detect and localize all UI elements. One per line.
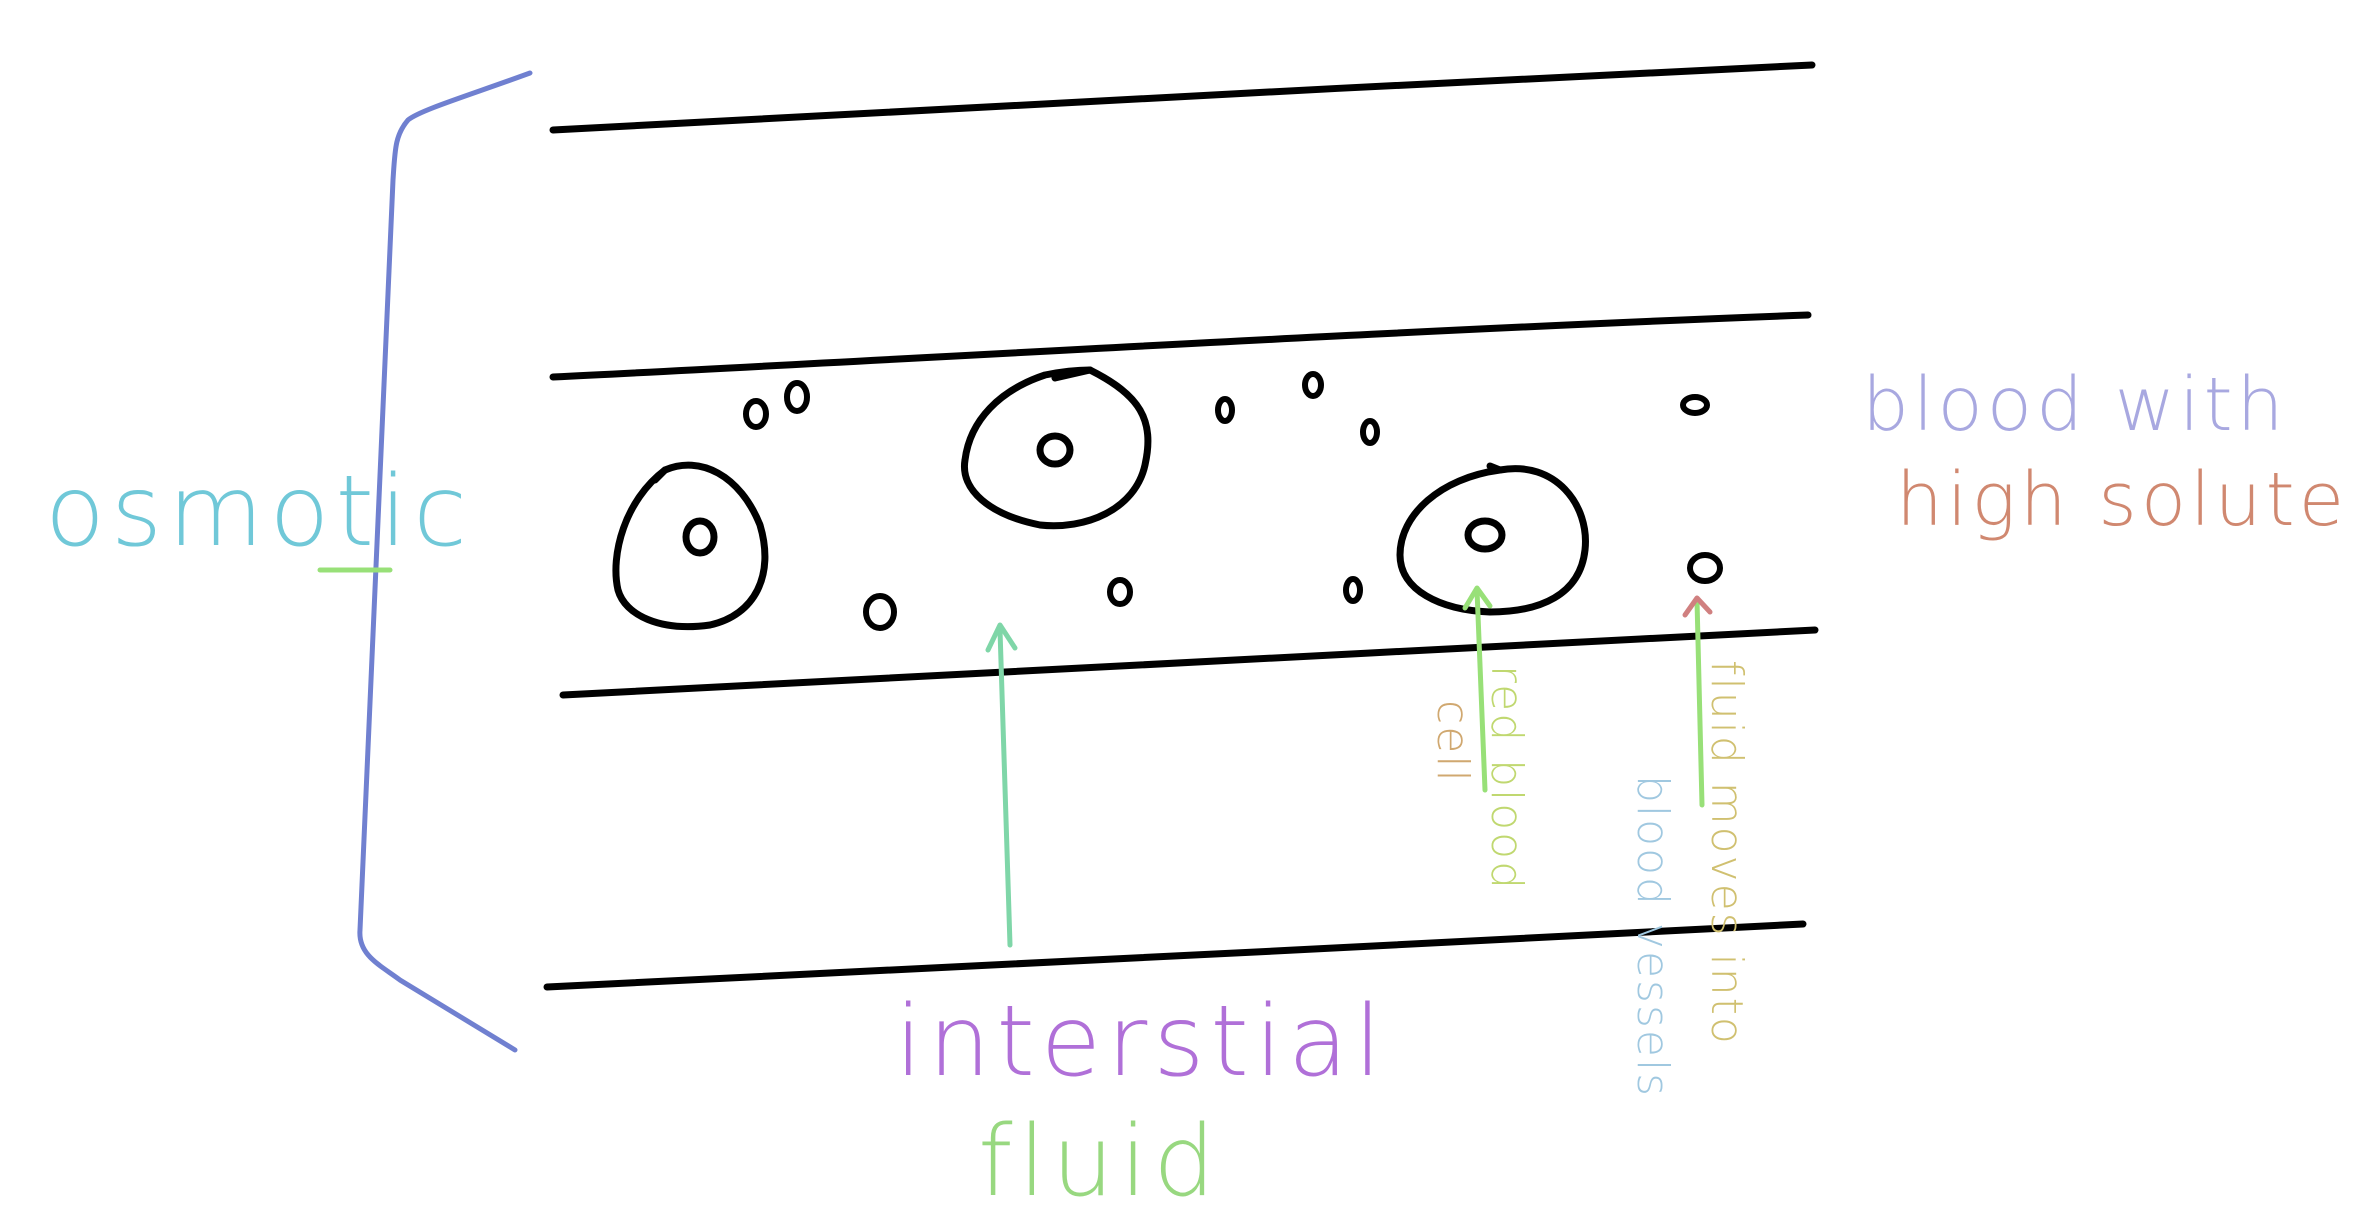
arrows bbox=[985, 585, 1713, 948]
upper-vessel-wall bbox=[549, 311, 1812, 381]
osmotic-bracket bbox=[317, 70, 533, 1053]
labels: osmotic blood with high solute interstia… bbox=[45, 362, 2348, 1219]
top-wall-line bbox=[549, 61, 1816, 134]
solute-particle bbox=[1343, 576, 1363, 604]
osmotic-label: osmotic bbox=[45, 455, 473, 569]
red-blood-cell bbox=[1396, 462, 1589, 616]
lower-vessel-wall bbox=[559, 626, 1819, 699]
solute-particle bbox=[1687, 552, 1723, 584]
solute-particles bbox=[743, 371, 1723, 631]
fluid-moves-label-line2: blood vessels bbox=[1627, 775, 1678, 1098]
interstitial-label-line2: fluid bbox=[978, 1105, 1221, 1219]
vessel-walls bbox=[543, 61, 1819, 991]
red-blood-cell-label-line2: cell bbox=[1427, 700, 1478, 784]
bottom-wall-line bbox=[543, 920, 1807, 991]
red-blood-cell bbox=[612, 461, 769, 631]
red-blood-cells bbox=[612, 366, 1589, 631]
fluid-moves-arrow bbox=[1682, 595, 1713, 808]
solute-particle bbox=[1360, 418, 1380, 446]
solute-particle bbox=[1215, 396, 1235, 424]
fluid-moves-label-line1: fluid moves into bbox=[1701, 660, 1752, 1046]
solute-particle bbox=[863, 593, 897, 631]
solute-particle bbox=[1302, 371, 1324, 399]
interstitial-arrow bbox=[985, 622, 1018, 948]
solute-particle bbox=[784, 380, 810, 414]
interstitial-label-line1: interstial bbox=[895, 985, 1387, 1099]
solute-particle bbox=[1107, 577, 1133, 607]
blood-label-line2: high solute bbox=[1896, 457, 2348, 543]
solute-particle bbox=[743, 398, 769, 430]
solute-particle bbox=[1680, 394, 1710, 416]
blood-label-line1: blood with bbox=[1862, 362, 2288, 448]
red-blood-cell-label-line1: red blood bbox=[1481, 665, 1532, 891]
red-blood-cell-arrow bbox=[1462, 585, 1493, 793]
red-blood-cell bbox=[960, 366, 1152, 530]
